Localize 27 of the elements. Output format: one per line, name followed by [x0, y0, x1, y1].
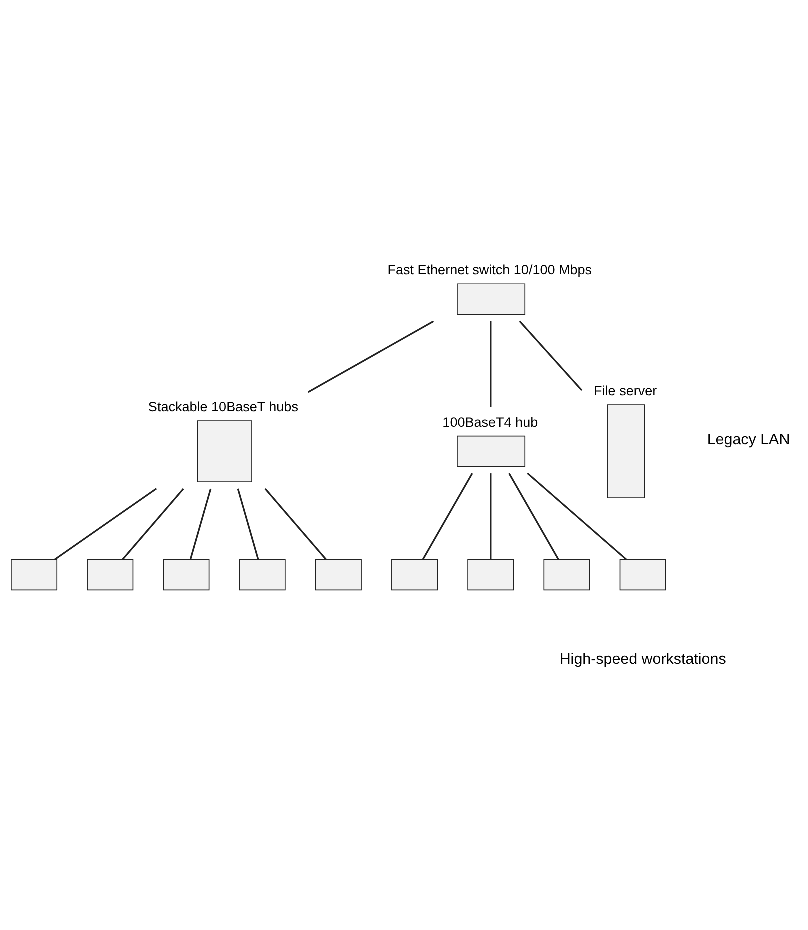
connector: [527, 472, 628, 560]
node-box: [544, 558, 590, 590]
connector: [508, 472, 560, 560]
node-box: [87, 558, 134, 590]
node-box: [468, 558, 514, 590]
node-box: [11, 558, 58, 590]
connector: [490, 473, 492, 560]
connector: [308, 320, 434, 393]
connector: [190, 488, 212, 560]
connector: [54, 488, 158, 560]
connector: [422, 472, 474, 560]
label: High-speed workstations: [560, 650, 726, 668]
connector: [122, 488, 184, 560]
connector: [490, 321, 492, 407]
node-label: Stackable 10BaseT hubs: [148, 399, 298, 414]
connector: [519, 320, 583, 391]
node-label: Fast Ethernet switch 10/100 Mbps: [388, 262, 592, 278]
label: Legacy LAN: [707, 430, 790, 448]
node-label: File server: [594, 383, 658, 398]
node-box: [315, 558, 362, 590]
node-box: [392, 558, 438, 590]
node-box: [239, 558, 286, 590]
node-box: [620, 558, 666, 590]
node-box: [163, 558, 210, 590]
node-label: 100BaseT4 hub: [442, 414, 538, 430]
connector: [237, 488, 260, 560]
connector: [264, 488, 327, 560]
